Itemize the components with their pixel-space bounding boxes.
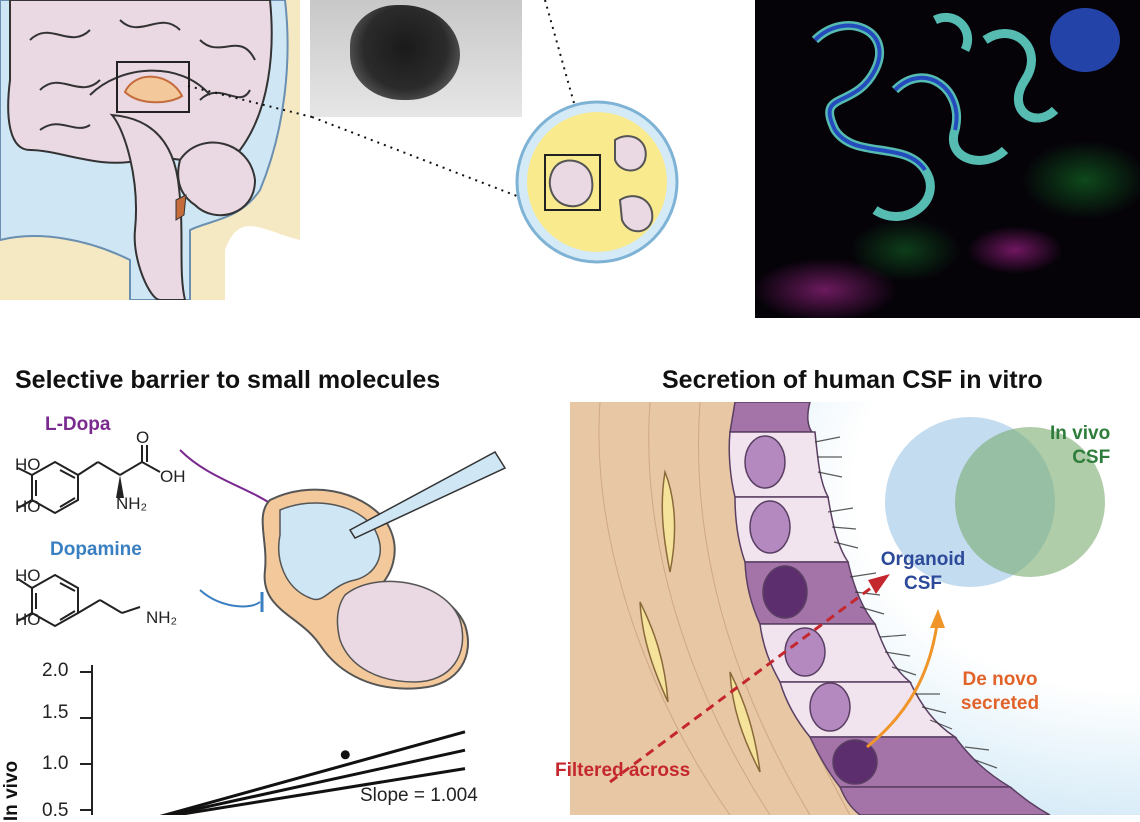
secretion-panel-title: Secretion of human CSF in vitro <box>662 366 1043 394</box>
y-axis-label: In vivo <box>1 760 23 822</box>
y-tick-label-2: 1.0 <box>42 753 69 774</box>
y-tick-label-0: 2.0 <box>42 660 69 681</box>
data-point-0 <box>340 750 350 760</box>
ldopa-ho-top: HO <box>15 455 41 474</box>
series-line-upper-ci <box>159 730 466 815</box>
dopamine-ho-bottom: HO <box>15 610 41 629</box>
series-line-fit <box>162 748 466 815</box>
organoid-csf-label: Organoid CSF <box>880 549 966 594</box>
dopamine-label: Dopamine <box>50 539 142 560</box>
organoid-micrograph <box>310 0 522 117</box>
barrier-panel-title: Selective barrier to small molecules <box>15 366 441 394</box>
ldopa-amine: NH₂ <box>116 494 148 513</box>
series-line-lower-ci <box>166 767 466 815</box>
de-novo-secreted-label: De novo secreted <box>960 669 1040 714</box>
ldopa-structure <box>17 445 161 515</box>
dopamine-structure <box>17 573 141 628</box>
slope-annotation: Slope = 1.004 <box>360 785 478 806</box>
ldopa-label: L-Dopa <box>45 414 111 435</box>
in-vivo-csf-label: In vivo CSF <box>1050 423 1111 468</box>
choroid-plexus-illustration <box>570 402 1140 815</box>
petri-dish-illustration <box>515 100 679 264</box>
ldopa-ho-bottom: HO <box>15 497 41 516</box>
y-tick-label-3: 0.5 <box>42 800 69 821</box>
fluorescence-micrograph <box>755 0 1140 318</box>
y-tick-label-1: 1.5 <box>42 702 69 723</box>
ldopa-oxygen: O <box>136 428 150 447</box>
dopamine-ho-top: HO <box>15 566 41 585</box>
brain-sagittal-illustration <box>0 0 300 300</box>
barrier-organoid-illustration <box>179 449 507 690</box>
filtered-across-label: Filtered across <box>555 760 691 781</box>
zoom-connector-lines <box>187 0 591 209</box>
correlation-chart <box>80 665 466 815</box>
ldopa-hydroxyl: OH <box>160 467 186 486</box>
dopamine-amine: NH₂ <box>146 608 178 627</box>
